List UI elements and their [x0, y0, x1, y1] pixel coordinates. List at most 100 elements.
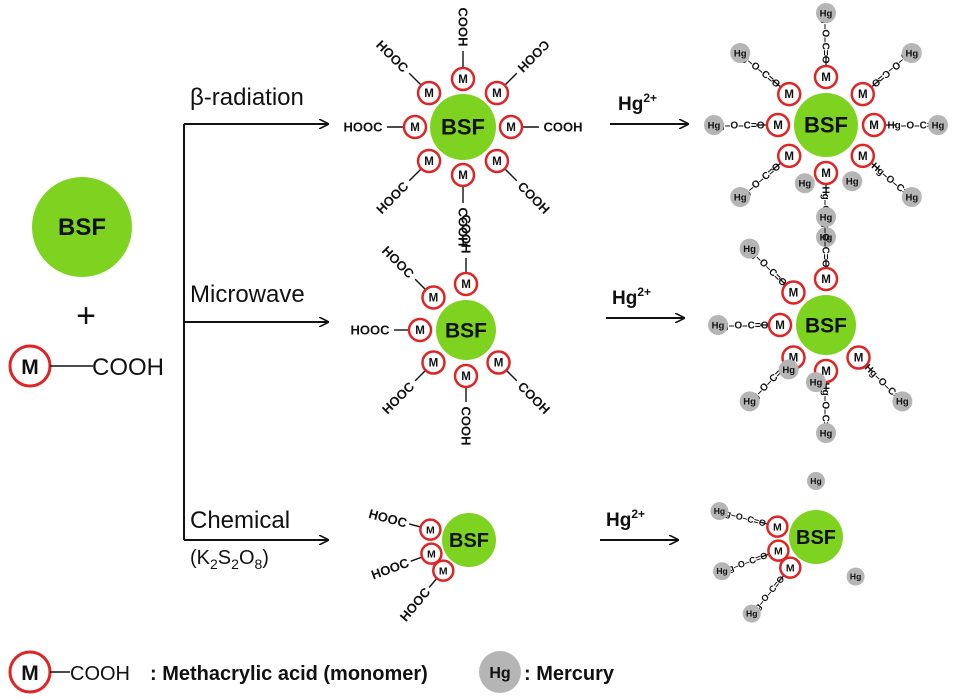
- monomer-symbol: M: [821, 366, 831, 378]
- monomer-ring: [450, 66, 476, 92]
- mercury-disc: [739, 391, 760, 412]
- mercury-disc: [842, 171, 863, 192]
- bsf-core-circle: [436, 300, 496, 360]
- carboxyl-group-label: HOOC: [344, 120, 384, 135]
- graft-bond: [759, 521, 768, 525]
- carboxyl-group-label: COOH: [544, 120, 583, 135]
- mercury-symbol: Hg: [820, 212, 833, 223]
- monomer-ring: [421, 350, 446, 375]
- monomer-ring: [416, 148, 442, 174]
- monomer-ring: [767, 312, 793, 338]
- mercury-symbol: Hg: [896, 397, 909, 408]
- mercury-symbol: Hg: [714, 506, 725, 516]
- monomer-ring: [420, 542, 443, 565]
- mercury-symbol: Hg: [850, 572, 861, 582]
- bsf-core-label: BSF: [449, 530, 489, 552]
- carboxyl-group-label: COOH: [515, 179, 553, 217]
- bsf-core-circle: [794, 93, 858, 157]
- monomer-symbol: M: [821, 72, 831, 84]
- monomer-symbol: M: [774, 545, 783, 557]
- graft-bond: [870, 162, 881, 171]
- monomer-symbol: M: [492, 156, 502, 168]
- bsf-core-circle: [32, 177, 132, 277]
- mercury-disc: [805, 372, 826, 393]
- monomer-symbol: M: [424, 88, 434, 100]
- monomer-ring: [813, 160, 839, 186]
- monomer-ring: [407, 317, 433, 343]
- monomer-symbol: M: [789, 353, 799, 365]
- monomer-symbol: M: [506, 122, 516, 134]
- monomer-ring: [450, 162, 476, 188]
- graft-bond: [414, 369, 427, 382]
- legend-monomer-desc: : Methacrylic acid (monomer): [150, 663, 428, 685]
- mercury-disc: [730, 43, 751, 64]
- monomer-symbol: M: [854, 353, 864, 365]
- bsf-core-label: BSF: [58, 214, 106, 241]
- carboxyl-group-label: COOH: [515, 37, 553, 75]
- mercury-disc: [816, 227, 836, 247]
- carboxyl-group-label: HOOC: [351, 323, 391, 338]
- mercury-disc: [742, 604, 761, 623]
- hg-arrow-row-3: Hg2+: [600, 507, 678, 540]
- monomer-symbol: M: [786, 562, 795, 574]
- mercury-symbol: Hg: [734, 48, 747, 59]
- bsf-core-circle: [789, 510, 843, 564]
- monomer-ring: [484, 80, 510, 106]
- mercury-ester-label: Hg–O–C=O: [820, 382, 831, 435]
- mercury-symbol: Hg: [846, 177, 859, 188]
- reagent-label-2: Hg2+: [612, 285, 651, 309]
- mercury-disc: [816, 3, 836, 23]
- carboxyl-group-label: HOOC: [379, 378, 418, 417]
- monomer-symbol: M: [492, 88, 502, 100]
- monomer-ring: [419, 518, 442, 541]
- mercury-disc: [739, 238, 760, 259]
- reactant-monomer: M COOH: [8, 344, 164, 388]
- reagent-label-1: Hg2+: [618, 91, 657, 115]
- carboxyl-group-label: HOOC: [367, 506, 409, 531]
- monomer-symbol: M: [789, 288, 799, 300]
- carboxyl-group-label: HOOC: [379, 243, 418, 282]
- reactant-bsf: BSF: [32, 177, 132, 277]
- graft-bond: [410, 556, 423, 562]
- carboxyl-group-label: COOH: [455, 8, 470, 47]
- graft-bond: [428, 577, 438, 588]
- mercury-symbol: Hg: [932, 120, 945, 131]
- route-label-beta: β-radiation: [190, 84, 304, 111]
- mercury-ester-label: Hg–O–C=O: [711, 121, 764, 132]
- mercury-symbol: Hg: [810, 377, 823, 388]
- monomer-symbol: M: [458, 74, 468, 86]
- graft-bond: [761, 553, 770, 558]
- monomer-symbol: M: [427, 548, 436, 560]
- monomer-ring: [416, 80, 442, 106]
- mercury-ester-label: Hg–O–C=O: [820, 10, 831, 63]
- mercury-ester-label: Hg–O–C=O: [715, 321, 768, 332]
- monomer-symbol: M: [775, 320, 785, 332]
- graft-bond: [505, 369, 518, 382]
- bsf-core-label: BSF: [796, 527, 836, 549]
- mercury-disc: [730, 186, 751, 207]
- carboxyl-group-label: HOOC: [373, 178, 412, 217]
- bsf-core-label: BSF: [445, 319, 487, 342]
- monomer-ring: [776, 81, 802, 107]
- hg-arrow-row-2: Hg2+: [606, 285, 684, 318]
- legend-monomer-symbol: M: [21, 662, 39, 685]
- monomer-symbol: M: [821, 168, 831, 180]
- bsf-core-label: BSF: [441, 115, 485, 140]
- mercury-disc: [846, 567, 865, 586]
- graft-bond: [408, 72, 422, 86]
- mercury-symbol: Hg: [734, 192, 747, 203]
- monomer-ring: [813, 64, 839, 90]
- mercury-disc: [807, 472, 825, 490]
- monomer-symbol: M: [424, 156, 434, 168]
- bsf-core-label: BSF: [805, 314, 847, 337]
- mercury-disc: [778, 359, 799, 380]
- monomer-ring: [846, 345, 871, 370]
- mercury-disc: [794, 173, 815, 194]
- mercury-symbol: Hg: [905, 48, 918, 59]
- mercury-disc: [901, 43, 922, 64]
- mercury-symbol: Hg: [820, 232, 833, 243]
- mercury-symbol: Hg: [716, 566, 727, 576]
- graft-bond: [408, 523, 421, 528]
